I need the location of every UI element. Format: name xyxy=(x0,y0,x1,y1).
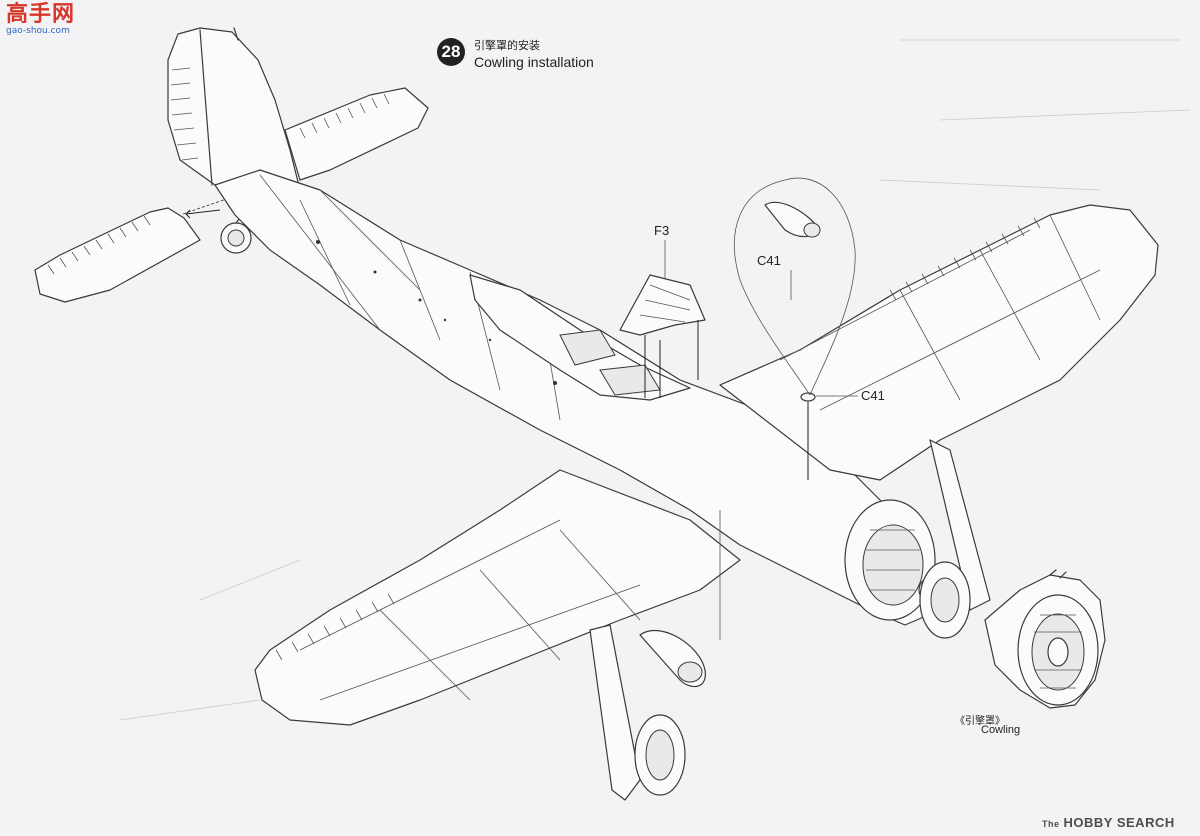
step-title-chinese: 引擎罩的安装 xyxy=(474,39,540,52)
part-label-f3: F3 xyxy=(654,223,670,238)
step-title-english: Cowling installation xyxy=(474,54,594,70)
part-f3-drawing xyxy=(619,240,706,398)
underwing-pod xyxy=(639,629,706,688)
tail-wheel xyxy=(220,204,252,254)
cowling-label-english: Cowling xyxy=(981,724,1021,736)
stabilizer-left xyxy=(34,207,201,303)
wing-right-flap-ribs xyxy=(889,217,1041,301)
hobby-search-symbol: The xyxy=(1042,819,1060,829)
hobby-search-brand: HOBBY SEARCH xyxy=(1063,815,1175,830)
rudder-ribs xyxy=(170,29,213,186)
wing-left-panels xyxy=(299,519,641,701)
main-gear-right xyxy=(919,439,991,639)
step-number-badge: 28 xyxy=(437,38,465,66)
site-watermark-logo: 高手网 gao-shou.com xyxy=(6,4,116,38)
cowling-part xyxy=(984,569,1106,709)
stabilizer-left-ribs xyxy=(47,215,151,275)
paper-texture xyxy=(119,39,1191,721)
wing-left xyxy=(254,469,741,726)
site-watermark-url: gao-shou.com xyxy=(6,26,70,36)
site-watermark-brand: 高手网 xyxy=(6,2,76,27)
part-label-c41-top: C41 xyxy=(757,253,781,268)
fuselage-rivets xyxy=(316,240,557,385)
stabilizer-right-ribs xyxy=(299,93,390,139)
wing-left-flap-ribs xyxy=(275,593,395,661)
part-label-c41-mid: C41 xyxy=(861,388,885,403)
fuselage-panel-lines xyxy=(259,174,561,421)
wing-right-panels xyxy=(779,214,1101,411)
cowling-label-chinese: 《引擎罩》 xyxy=(955,716,1005,727)
vertical-fin xyxy=(167,27,301,201)
c41-callout xyxy=(733,177,858,480)
stabilizer-right xyxy=(284,87,429,181)
main-gear-left xyxy=(589,624,686,801)
